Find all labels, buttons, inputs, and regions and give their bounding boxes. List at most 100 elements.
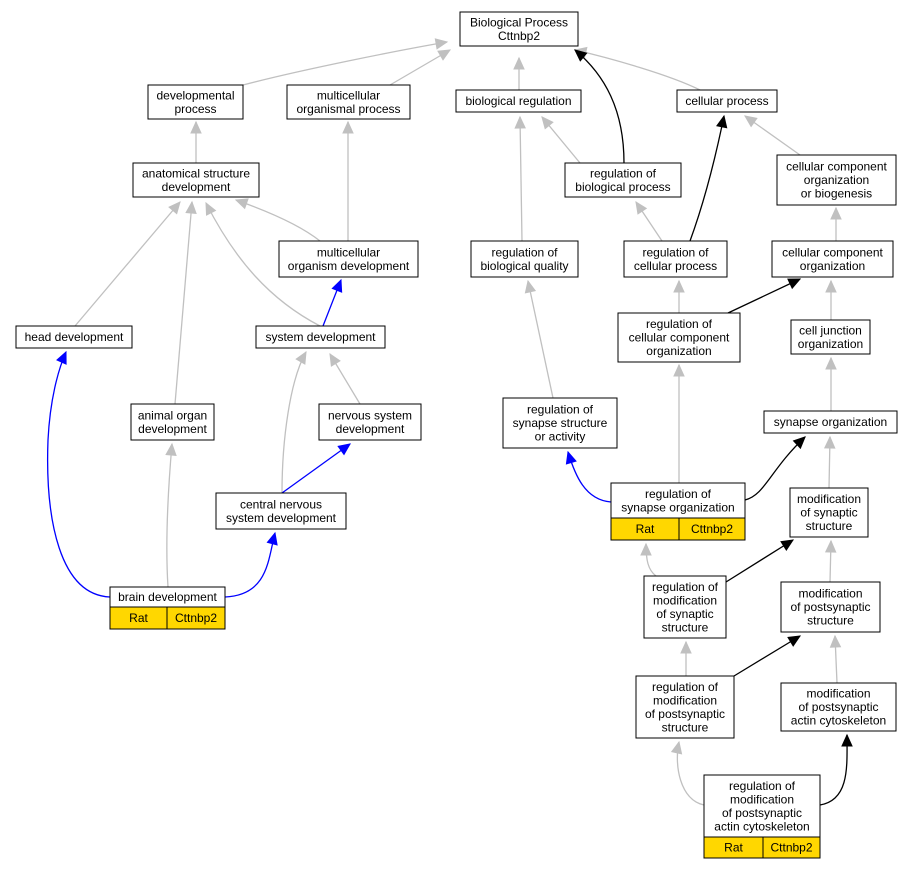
edge-reg_syn_struct-to-reg_bio_quality xyxy=(524,279,554,399)
species-tag-label: Rat xyxy=(724,841,743,855)
term-box xyxy=(564,162,682,198)
edge-dev_process-to-bp_root xyxy=(242,38,449,86)
term-label-line: regulation of xyxy=(590,166,657,180)
term-label-line: modification xyxy=(806,687,870,701)
term-node-cell_process[interactable]: cellular process xyxy=(676,89,778,113)
edge-line xyxy=(166,443,173,588)
arrowhead-icon xyxy=(342,120,354,134)
term-label-line: cellular component xyxy=(629,331,730,345)
term-box xyxy=(790,319,871,355)
edge-reg_cell_process-to-cell_process xyxy=(689,114,728,242)
edge-line xyxy=(242,41,448,86)
term-node-head_dev[interactable]: head development xyxy=(15,325,133,349)
edge-line xyxy=(689,115,725,242)
term-box xyxy=(286,84,411,120)
term-box xyxy=(771,240,894,278)
arrowhead-icon xyxy=(829,634,842,648)
gene-tag-cell xyxy=(678,517,746,541)
edge-line xyxy=(174,201,193,405)
edge-reg_mod_postsyn_actin-to-mod_postsyn_actin xyxy=(819,733,853,806)
term-label-line: multicellular xyxy=(317,245,380,259)
edge-cc_org-to-cc_org_biogen xyxy=(830,206,842,241)
term-label-line: synapse organization xyxy=(774,415,887,429)
edge-animal_organ_dev-to-anat_dev xyxy=(174,200,197,405)
edge-line xyxy=(527,280,554,399)
term-label-line: Biological Process xyxy=(470,15,568,29)
term-label-line: cellular component xyxy=(782,245,883,259)
term-label-line: developmental xyxy=(156,88,234,102)
arrowhead-icon xyxy=(331,278,343,293)
term-box xyxy=(318,403,422,441)
arrowhead-icon xyxy=(329,352,341,367)
edge-system_dev-to-multicell_dev xyxy=(322,278,343,327)
arrowhead-icon xyxy=(787,635,802,647)
gene-tag-cell xyxy=(166,606,226,630)
term-label-line: development xyxy=(162,180,231,194)
edge-reg_syn_org-to-syn_org xyxy=(744,436,806,501)
term-label-line: regulation of xyxy=(642,245,709,259)
edge-reg_cc_org-to-reg_cell_process xyxy=(673,279,685,313)
edge-system_dev-to-anat_dev xyxy=(205,201,321,327)
arrowhead-icon xyxy=(635,200,648,215)
arrowhead-icon xyxy=(673,363,685,377)
arrowhead-icon xyxy=(673,279,685,293)
arrowhead-icon xyxy=(165,442,177,456)
term-node-syn_org[interactable]: synapse organization xyxy=(763,410,898,434)
term-box xyxy=(15,325,133,349)
term-label-line: of postsynaptic xyxy=(790,600,870,614)
term-box xyxy=(635,675,735,739)
term-label-line: regulation of xyxy=(491,245,558,259)
term-label-line: actin cytoskeleton xyxy=(791,714,886,728)
term-label-line: development xyxy=(138,422,207,436)
species-tag-label: Rat xyxy=(636,522,655,536)
term-box xyxy=(703,774,821,838)
term-label-line: organization xyxy=(646,344,711,358)
arrowhead-icon xyxy=(541,116,554,130)
edge-multicell_dev-to-multicell_process xyxy=(342,120,354,241)
term-label-line: biological regulation xyxy=(465,94,571,108)
term-label-line: synapse structure xyxy=(513,416,608,430)
edge-brain_dev-to-head_dev xyxy=(46,350,111,598)
term-node-system_dev[interactable]: system development xyxy=(255,325,386,349)
arrowhead-icon xyxy=(295,350,307,365)
term-box xyxy=(278,240,419,278)
term-label-line: regulation of xyxy=(646,317,713,331)
edge-cns_dev-to-system_dev xyxy=(281,350,307,494)
arrowhead-icon xyxy=(514,115,526,129)
edge-ns_dev-to-system_dev xyxy=(329,352,361,405)
edge-line xyxy=(574,49,701,91)
term-box xyxy=(643,575,727,639)
edge-head_dev-to-anat_dev xyxy=(74,201,181,327)
edge-line xyxy=(205,202,321,327)
term-node-bio_reg[interactable]: biological regulation xyxy=(455,89,582,113)
term-box xyxy=(789,487,869,538)
arrowhead-icon xyxy=(437,49,452,61)
term-label-line: multicellular xyxy=(317,88,380,102)
term-box xyxy=(470,240,579,278)
